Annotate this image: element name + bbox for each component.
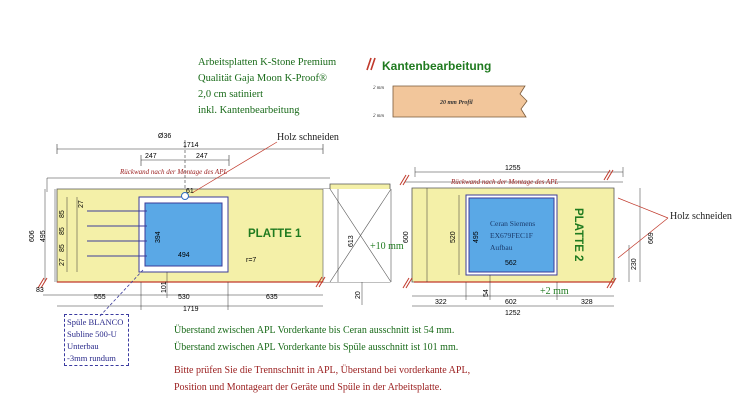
- kanten-mark-icon: [366, 57, 376, 71]
- product-line-1: Arbeitsplatten K-Stone Premium: [198, 57, 337, 68]
- dim-left-247: 247: [145, 153, 157, 160]
- plate1-plus10: +10 mm: [370, 241, 404, 252]
- dim-width-top-2: 1255: [505, 165, 521, 172]
- dim-width-bottom-2: 1252: [505, 310, 521, 317]
- plate1-label: PLATTE 1: [248, 228, 302, 240]
- dim-606: 606: [29, 230, 36, 242]
- kanten-title: Kantenbearbeitung: [382, 59, 491, 73]
- green-note-2: Überstand zwischen APL Vorderkante bis S…: [174, 342, 459, 353]
- plate2-label: PLATTE 2: [572, 208, 584, 261]
- sink-note-line-3: Unterbau: [67, 341, 99, 351]
- dim-85c: 85: [59, 244, 66, 252]
- ceran-line-3: Aufbau: [490, 243, 513, 252]
- dim-635: 635: [266, 294, 278, 301]
- dim-555: 555: [94, 294, 106, 301]
- dim-83: 83: [36, 287, 44, 294]
- product-info: Arbeitsplatten K-Stone Premium Qualität …: [198, 55, 336, 119]
- sink-height: 394: [155, 231, 162, 243]
- dim-right-247: 247: [196, 153, 208, 160]
- plate1-drawing: [37, 140, 392, 317]
- plate1-cut-note: Holz schneiden: [277, 132, 339, 143]
- ceran-line-1: Ceran Siemens: [490, 219, 535, 228]
- red-note-2: Position und Montageart der Geräte und S…: [174, 382, 442, 393]
- plate2-top-note: Rückwand nach der Montage des APL: [450, 178, 558, 186]
- dim-669: 669: [648, 232, 655, 244]
- dim-530: 530: [178, 294, 190, 301]
- profile-mm-top: 2 mm: [373, 86, 384, 91]
- sink-note-line-2: Subline 500-U: [67, 329, 117, 339]
- sink-width: 494: [178, 252, 190, 259]
- dim-230: 230: [631, 258, 638, 270]
- green-notes: Überstand zwischen APL Vorderkante bis C…: [174, 322, 458, 356]
- plate2-drawing: [399, 167, 669, 307]
- dim-328: 328: [581, 299, 593, 306]
- dim-61: 61: [186, 188, 194, 195]
- red-notes: Bitte prüfen Sie die Trennschnitt in APL…: [174, 362, 470, 396]
- product-line-3: 2,0 cm satiniert: [198, 89, 264, 100]
- red-note-1: Bitte prüfen Sie die Trennschnitt in APL…: [174, 365, 471, 376]
- dim-520: 520: [450, 231, 457, 243]
- dim-width-top-1: 1714: [183, 142, 199, 149]
- dim-600: 600: [403, 231, 410, 243]
- sink-note-line-4: -3mm rundum: [67, 353, 116, 363]
- dim-20: 20: [355, 291, 362, 299]
- edge-profile-drawing: 20 mm Profil 2 mm 2 mm: [373, 85, 528, 119]
- product-line-2: Qualität Gaja Moon K-Proof®: [198, 73, 327, 84]
- dim-602: 602: [505, 299, 517, 306]
- dim-width-bottom-1: 1719: [183, 306, 199, 313]
- dim-495: 495: [40, 230, 47, 242]
- dim-85a: 85: [59, 210, 66, 218]
- profile-mm-bottom: 2 mm: [373, 114, 384, 119]
- dim-101: 101: [161, 281, 168, 293]
- plate2-cut-note: Holz schneiden: [670, 211, 732, 222]
- product-line-4: inkl. Kantenbearbeitung: [198, 105, 300, 116]
- dim-hole: Ø36: [158, 133, 171, 140]
- cook-width: 562: [505, 260, 517, 267]
- dim-85b: 85: [59, 227, 66, 235]
- dim-495-2: 495: [473, 231, 480, 243]
- dim-27b: 27: [59, 258, 66, 266]
- sink-radius: r=7: [246, 257, 256, 264]
- plate2-plus2: +2 mm: [540, 286, 569, 297]
- green-note-1: Überstand zwischen APL Vorderkante bis C…: [174, 325, 455, 336]
- dim-27a: 27: [78, 200, 85, 208]
- ceran-line-2: EX679FEC1F: [490, 231, 533, 240]
- plate1-top-note: Rückwand nach der Montage des APL: [119, 168, 227, 176]
- sink-note: Spüle BLANCO Subline 500-U Unterbau -3mm…: [64, 314, 129, 366]
- dim-322: 322: [435, 299, 447, 306]
- dim-613: 613: [348, 235, 355, 247]
- profile-label: 20 mm Profil: [439, 100, 473, 106]
- dim-54: 54: [483, 289, 490, 297]
- sink-note-line-1: Spüle BLANCO: [67, 317, 124, 327]
